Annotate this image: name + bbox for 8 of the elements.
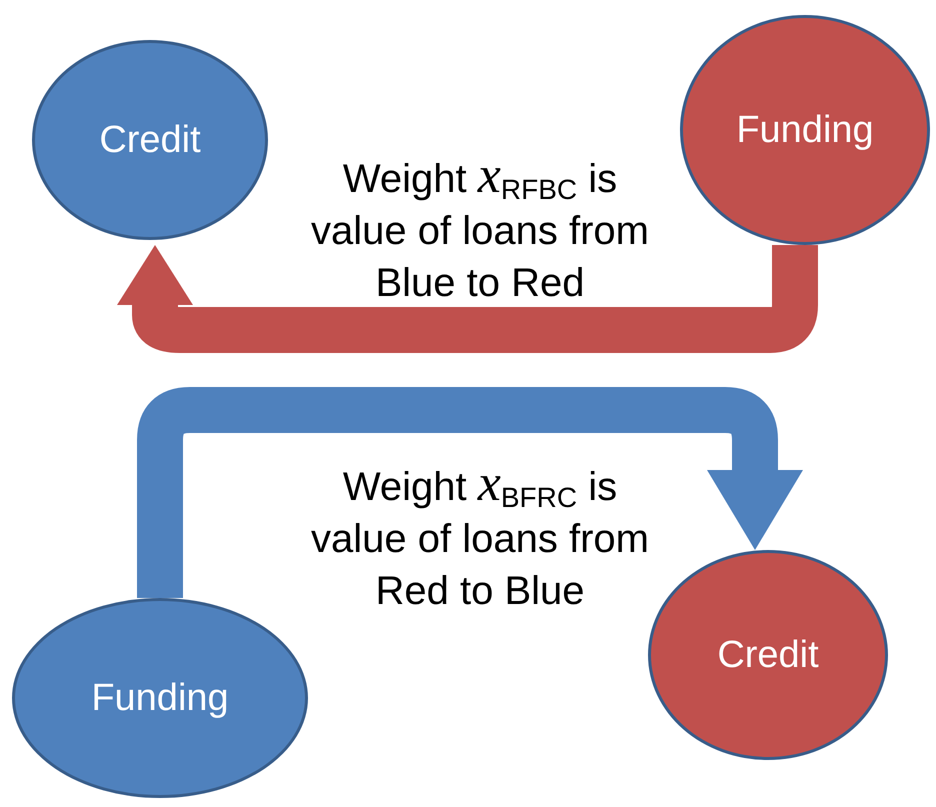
edge-label: Weight x$_{BFRC}$ is value of loans from Red to Blue (310, 458, 650, 615)
node-label: Credit (717, 632, 819, 678)
arrow (137, 387, 803, 598)
edge-label: Weight x$_{RFBC}$ is value of loans from Blue to Red (310, 150, 650, 307)
node-label: Funding (736, 108, 874, 152)
node-label: Credit (99, 118, 201, 162)
node-label: Funding (91, 676, 229, 720)
arrow (117, 245, 818, 353)
